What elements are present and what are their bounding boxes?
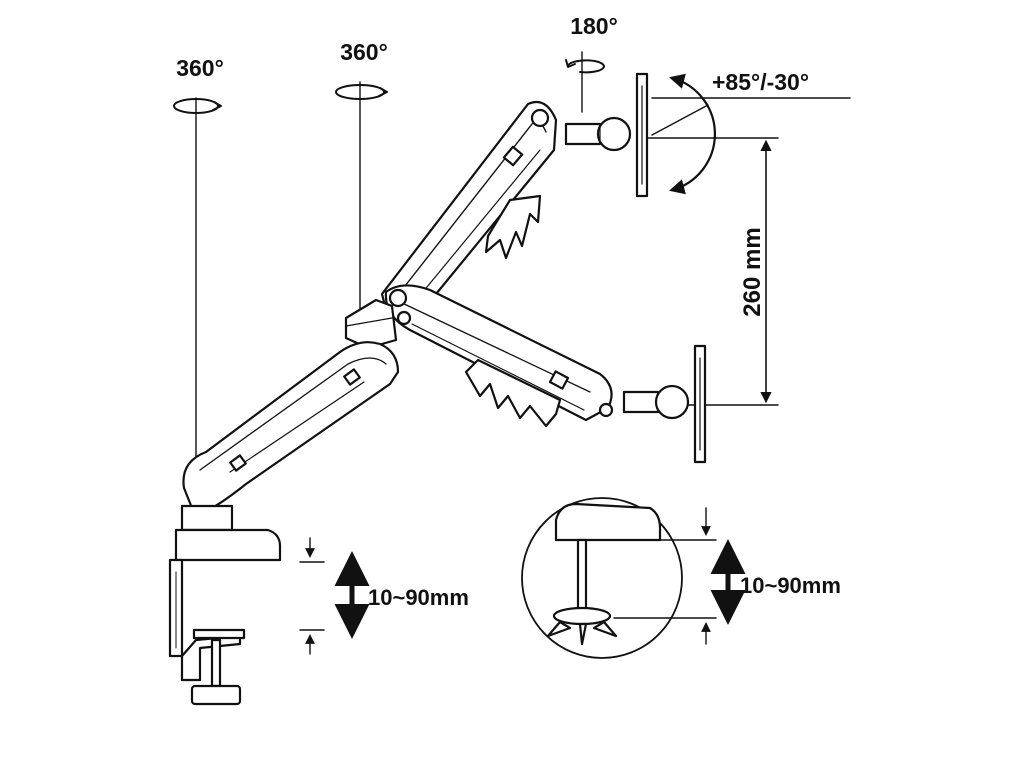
upper-head-bracket bbox=[564, 122, 602, 146]
base-plate bbox=[174, 528, 282, 562]
elbow-pin bbox=[396, 310, 412, 326]
tilt-arc-arrow bbox=[669, 73, 716, 195]
tilt-indicator: +85°/-30° bbox=[651, 69, 851, 195]
upper-tilt-knob bbox=[596, 116, 632, 152]
height-label: 260 mm bbox=[739, 227, 766, 316]
clamp-pad bbox=[192, 628, 246, 640]
elbow-rotation-indicator: 360° bbox=[335, 39, 388, 313]
base-pole bbox=[174, 504, 282, 562]
c-clamp bbox=[168, 558, 246, 706]
elbow-block bbox=[344, 298, 398, 350]
clamp-range-dimension: 10~90mm bbox=[299, 537, 469, 655]
upper-vesa-plate bbox=[635, 72, 649, 198]
rotation-arrow-icon bbox=[565, 59, 605, 74]
upper-arm-raised bbox=[380, 100, 632, 320]
grommet-bolt bbox=[576, 538, 588, 618]
grommet-base bbox=[554, 502, 662, 542]
lower-arm bbox=[182, 341, 400, 510]
upper-arm-lowered bbox=[384, 284, 690, 428]
grommet-inset: 10~90mm bbox=[521, 497, 841, 659]
clamp-screw bbox=[210, 638, 222, 688]
grommet-inset-circle bbox=[521, 497, 683, 659]
head-swivel-label: 180° bbox=[570, 13, 618, 39]
lower-vesa-plate bbox=[693, 344, 707, 464]
lower-head-bracket bbox=[622, 390, 660, 414]
tilt-angle-line bbox=[651, 104, 709, 136]
lower-arm-joint-pin bbox=[388, 288, 408, 308]
grommet-range-label: 10~90mm bbox=[740, 573, 841, 598]
base-rotation-indicator: 360° bbox=[173, 55, 224, 463]
logo-badge bbox=[502, 145, 524, 167]
rotation-arrow-icon bbox=[173, 98, 222, 114]
elbow-rotation-label: 360° bbox=[340, 39, 388, 65]
grommet-wing-nut bbox=[546, 620, 618, 646]
rotation-arrow-icon bbox=[335, 84, 388, 100]
clamp-range-label: 10~90mm bbox=[368, 585, 469, 610]
logo-badge bbox=[548, 370, 570, 390]
base-rotation-label: 360° bbox=[176, 55, 224, 81]
upper-arm-joint-pin bbox=[530, 108, 550, 128]
height-dimension: 260 mm bbox=[647, 137, 779, 406]
grommet-plate bbox=[552, 606, 612, 626]
clamp-knob bbox=[190, 684, 242, 706]
head-swivel-indicator: 180° bbox=[565, 13, 618, 113]
tilt-label: +85°/-30° bbox=[712, 69, 809, 95]
lower-tilt-knob bbox=[654, 384, 690, 420]
